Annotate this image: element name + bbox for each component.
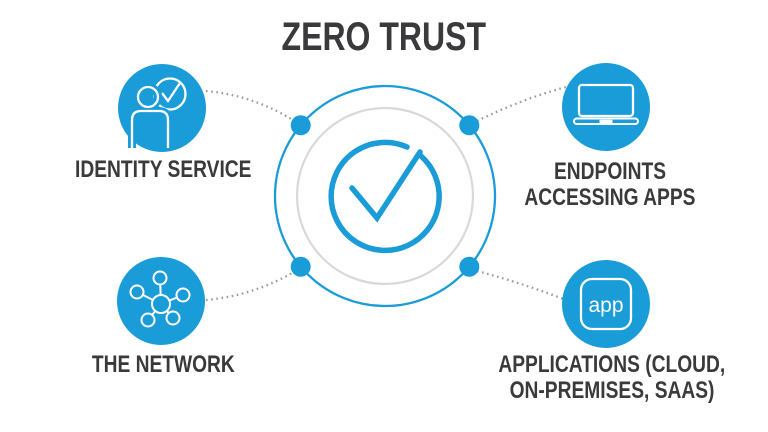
label-endpoints-line1: ENDPOINTS	[553, 158, 666, 185]
laptop-base	[573, 117, 639, 125]
user-check-badge-tick	[161, 82, 181, 103]
app-square-outline	[579, 277, 633, 331]
network-node-left	[129, 284, 145, 300]
connector-identity-service	[205, 89, 294, 121]
network-node-bottom-left	[140, 312, 156, 328]
laptop-icon	[573, 83, 639, 125]
network-hub-icon	[129, 270, 191, 328]
diagram-title-text: ZERO TRUST	[281, 15, 487, 59]
label-identity-service: IDENTITY SERVICE	[13, 157, 313, 183]
label-the-network-line1: THE NETWORK	[91, 351, 235, 378]
label-the-network: THE NETWORK	[13, 352, 313, 378]
check-circle-arc	[328, 139, 442, 254]
middle-ring-gray	[295, 106, 475, 286]
app-icon-text: app	[588, 294, 623, 317]
network-node-top	[152, 270, 168, 286]
node-the-network	[117, 257, 205, 345]
node-applications: app	[562, 260, 650, 348]
laptop-screen	[577, 83, 635, 118]
connector-the-network	[205, 271, 295, 302]
user-body	[130, 109, 170, 148]
ring-dot-bottom-left	[290, 256, 311, 277]
connector-applications	[476, 269, 567, 302]
checkmark-circle-icon	[328, 139, 442, 254]
ring-dot-top-left	[290, 115, 311, 136]
label-applications-line2: ON-PREMISES, SAAS)	[509, 377, 715, 404]
node-endpoints	[562, 63, 650, 151]
network-hub-center	[151, 294, 171, 314]
app-square-icon: app	[579, 277, 633, 331]
connector-endpoints	[476, 85, 567, 123]
ring-dot-bottom-right	[459, 256, 480, 277]
laptop-notch	[599, 119, 613, 123]
label-endpoints: ENDPOINTS ACCESSING APPS	[460, 159, 760, 211]
ring-dot-top-right	[459, 115, 480, 136]
outer-ring	[273, 84, 497, 308]
label-endpoints-line2: ACCESSING APPS	[524, 184, 696, 211]
user-head	[136, 85, 160, 109]
network-node-bottom-right	[165, 310, 181, 326]
network-node-right	[175, 287, 191, 303]
label-applications: APPLICATIONS (CLOUD, ON-PREMISES, SAAS)	[462, 352, 762, 404]
diagram-title: ZERO TRUST	[0, 14, 768, 60]
node-identity-service	[118, 64, 206, 152]
label-applications-line1: APPLICATIONS (CLOUD,	[498, 351, 726, 378]
label-identity-service-line1: IDENTITY SERVICE	[74, 156, 252, 183]
check-stroke	[349, 149, 423, 223]
user-check-icon	[128, 77, 187, 148]
